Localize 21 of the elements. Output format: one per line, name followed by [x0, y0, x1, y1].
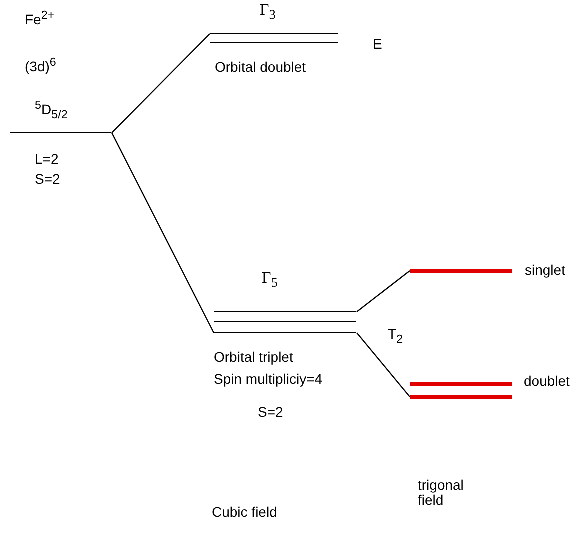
level-label: Spin multipliciy=4: [214, 372, 323, 388]
connector-line: [111, 132, 215, 334]
connector-line: [356, 332, 410, 398]
level-label: E: [373, 37, 382, 52]
level-label: L=2: [35, 152, 59, 168]
level-label: S=2: [35, 172, 60, 188]
diagram-label: (3d)$^{6}$: [25, 57, 56, 76]
diagram-label: trigonal field: [418, 478, 465, 509]
diagram-label: Fe$^{2+}$: [25, 10, 55, 28]
term-symbol: Γ$_{3}$: [260, 2, 276, 23]
level-label: $^{5}$D$_{5/2}$: [35, 100, 68, 122]
level-label: S=2: [258, 405, 284, 420]
term-symbol: Γ$_{5}$: [262, 270, 278, 291]
level-label: Orbital doublet: [215, 60, 306, 76]
level-label: singlet: [525, 263, 566, 278]
connector-line: [356, 270, 410, 312]
diagram-label: T$_{2}$: [388, 327, 404, 347]
connector-line: [112, 34, 210, 134]
level-label: doublet: [524, 374, 570, 390]
diagram-label: Cubic field: [212, 505, 278, 520]
level-label: Orbital triplet: [214, 350, 294, 366]
